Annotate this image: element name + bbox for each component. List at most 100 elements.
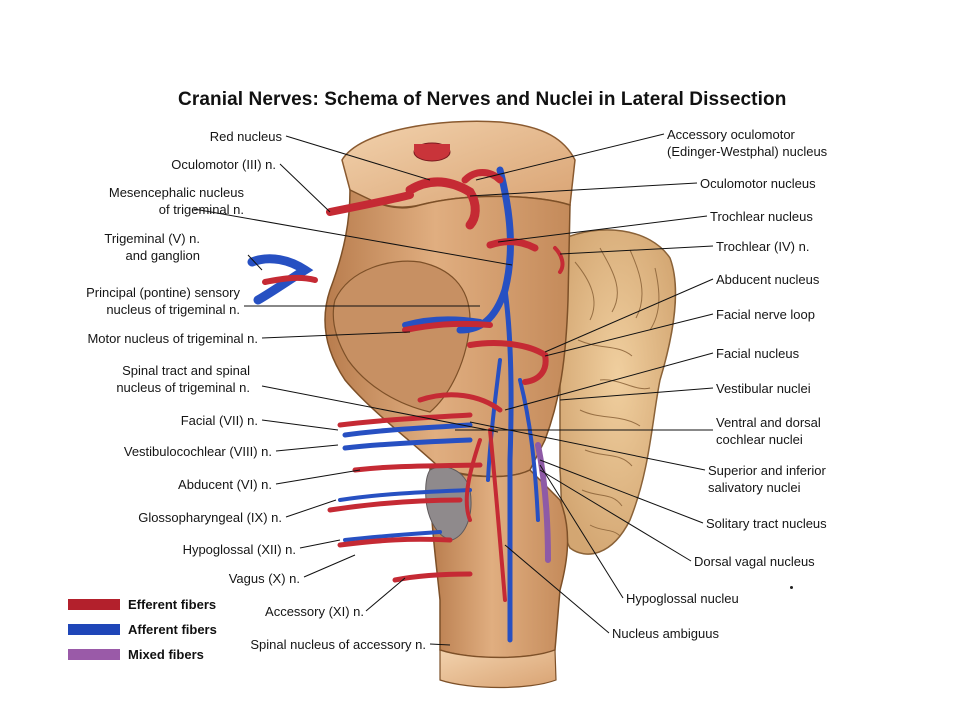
label-line: Dorsal vagal nucleus	[694, 554, 815, 569]
label-line: (Edinger-Westphal) nucleus	[667, 144, 828, 159]
leader-spinal-tract-trigeminal	[261, 385, 499, 433]
label-line: Ventral and dorsal	[716, 415, 821, 430]
leader-accessory-oculomotor-nucleus	[475, 133, 665, 181]
label-facial-n: Facial (VII) n.	[181, 412, 258, 429]
label-hypoglossal-nucleus: Hypoglossal nucleu	[626, 590, 739, 607]
label-trochlear-n: Trochlear (IV) n.	[716, 238, 809, 255]
label-principal-sensory-nucleus: Principal (pontine) sensory nucleus of tr…	[86, 284, 240, 318]
legend-label-mixed: Mixed fibers	[128, 646, 204, 662]
leader-hypoglossal-nucleus	[539, 464, 624, 599]
label-spinal-tract-trigeminal: Spinal tract and spinal nucleus of trigem…	[116, 362, 250, 396]
label-abducent-nucleus: Abducent nucleus	[716, 271, 819, 288]
label-vestibulocochlear-n: Vestibulocochlear (VIII) n.	[124, 443, 272, 460]
mixed-tracts	[535, 442, 551, 563]
label-hypoglossal-n: Hypoglossal (XII) n.	[183, 541, 296, 558]
label-line: Facial (VII) n.	[180, 413, 258, 428]
label-line: Vagus (X) n.	[228, 571, 300, 586]
label-vagus-n: Vagus (X) n.	[229, 570, 300, 587]
label-red-nucleus: Red nucleus	[210, 128, 282, 145]
leader-nucleus-ambiguus	[504, 544, 610, 634]
leader-abducent-n	[275, 469, 361, 485]
label-cochlear-nuclei: Ventral and dorsal cochlear nuclei	[716, 414, 821, 448]
label-line: Abducent (VI) n.	[178, 477, 272, 492]
label-line: Vestibulocochlear (VIII) n.	[123, 444, 272, 459]
label-line: Spinal nucleus of accessory n.	[250, 637, 426, 652]
leader-mesencephalic-nucleus	[193, 208, 513, 266]
stray-dot	[790, 586, 793, 589]
label-line: Accessory (XI) n.	[265, 604, 364, 619]
label-line: Facial nerve loop	[716, 307, 815, 322]
legend-label-afferent: Afferent fibers	[128, 621, 217, 637]
label-line: Trochlear nucleus	[710, 209, 813, 224]
label-line: Solitary tract nucleus	[706, 516, 827, 531]
label-line: Glossopharyngeal (IX) n.	[138, 510, 282, 525]
label-accessory-oculomotor-nucleus: Accessory oculomotor (Edinger-Westphal) n…	[667, 126, 827, 160]
legend-efferent: Efferent fibers	[68, 596, 217, 612]
label-line: Hypoglossal nucleu	[626, 591, 739, 606]
label-line: nucleus of trigeminal n.	[116, 380, 250, 395]
label-accessory-n: Accessory (XI) n.	[265, 603, 364, 620]
leader-vagus-n	[303, 554, 356, 578]
leader-facial-nucleus	[504, 352, 714, 411]
label-line: Trochlear (IV) n.	[716, 239, 810, 254]
label-line: cochlear nuclei	[716, 432, 803, 447]
legend-swatch-afferent	[68, 623, 120, 635]
label-line: nucleus of trigeminal n.	[106, 302, 240, 317]
label-line: Trigeminal (V) n.	[104, 231, 200, 246]
label-facial-nerve-loop: Facial nerve loop	[716, 306, 815, 323]
legend-mixed: Mixed fibers	[68, 646, 204, 662]
diagram-title: Cranial Nerves: Schema of Nerves and Nuc…	[178, 89, 787, 110]
label-line: Accessory oculomotor	[667, 127, 795, 142]
label-line: Mesencephalic nucleus	[108, 185, 244, 200]
leader-facial-nerve-loop	[544, 313, 714, 357]
legend-swatch-efferent	[68, 598, 120, 610]
afferent-tracts	[247, 166, 540, 643]
label-spinal-nucleus-accessory: Spinal nucleus of accessory n.	[250, 636, 426, 653]
leader-oculomotor-n	[279, 163, 331, 213]
leader-hypoglossal-n	[299, 539, 341, 549]
label-abducent-n: Abducent (VI) n.	[178, 476, 272, 493]
leader-trochlear-nucleus	[497, 215, 708, 243]
label-line: Spinal tract and spinal	[122, 363, 250, 378]
leader-spinal-nucleus-accessory	[429, 643, 451, 646]
cerebellum	[559, 229, 677, 555]
label-line: Motor nucleus of trigeminal n.	[87, 331, 258, 346]
label-oculomotor-n: Oculomotor (III) n.	[171, 156, 276, 173]
label-dorsal-vagal-nucleus: Dorsal vagal nucleus	[694, 553, 815, 570]
leader-solitary-tract-nucleus	[539, 459, 704, 524]
label-line: Oculomotor nucleus	[700, 176, 816, 191]
leader-trochlear-n	[559, 245, 714, 255]
label-vestibular-nuclei: Vestibular nuclei	[716, 380, 811, 397]
label-line: Vestibular nuclei	[716, 381, 811, 396]
label-line: salivatory nuclei	[708, 480, 801, 495]
label-line: Nucleus ambiguus	[612, 626, 719, 641]
leader-salivatory-nuclei	[469, 421, 706, 471]
label-line: Hypoglossal (XII) n.	[182, 542, 296, 557]
legend-afferent: Afferent fibers	[68, 621, 217, 637]
leader-trigeminal-n	[247, 254, 263, 271]
leader-red-nucleus	[285, 135, 431, 181]
leader-glossopharyngeal-n	[285, 499, 337, 518]
label-motor-nucleus-trigeminal: Motor nucleus of trigeminal n.	[87, 330, 258, 347]
label-line: Facial nucleus	[716, 346, 800, 361]
label-line: Principal (pontine) sensory	[86, 285, 240, 300]
legend-swatch-mixed	[68, 648, 120, 660]
label-facial-nucleus: Facial nucleus	[716, 345, 799, 362]
leader-dorsal-vagal-nucleus	[539, 469, 692, 562]
label-salivatory-nuclei: Superior and inferior salivatory nuclei	[708, 462, 826, 496]
label-line: Superior and inferior	[708, 463, 826, 478]
label-line: Red nucleus	[209, 129, 282, 144]
leader-vestibular-nuclei	[559, 387, 714, 401]
legend-label-efferent: Efferent fibers	[128, 596, 217, 612]
leader-oculomotor-nucleus	[469, 182, 698, 197]
label-nucleus-ambiguus: Nucleus ambiguus	[612, 625, 719, 642]
label-line: and ganglion	[125, 248, 200, 263]
label-trigeminal-n: Trigeminal (V) n. and ganglion	[104, 230, 200, 264]
leader-motor-nucleus-trigeminal	[261, 331, 411, 339]
label-line: Oculomotor (III) n.	[171, 157, 276, 172]
label-oculomotor-nucleus: Oculomotor nucleus	[700, 175, 816, 192]
label-glossopharyngeal-n: Glossopharyngeal (IX) n.	[138, 509, 282, 526]
